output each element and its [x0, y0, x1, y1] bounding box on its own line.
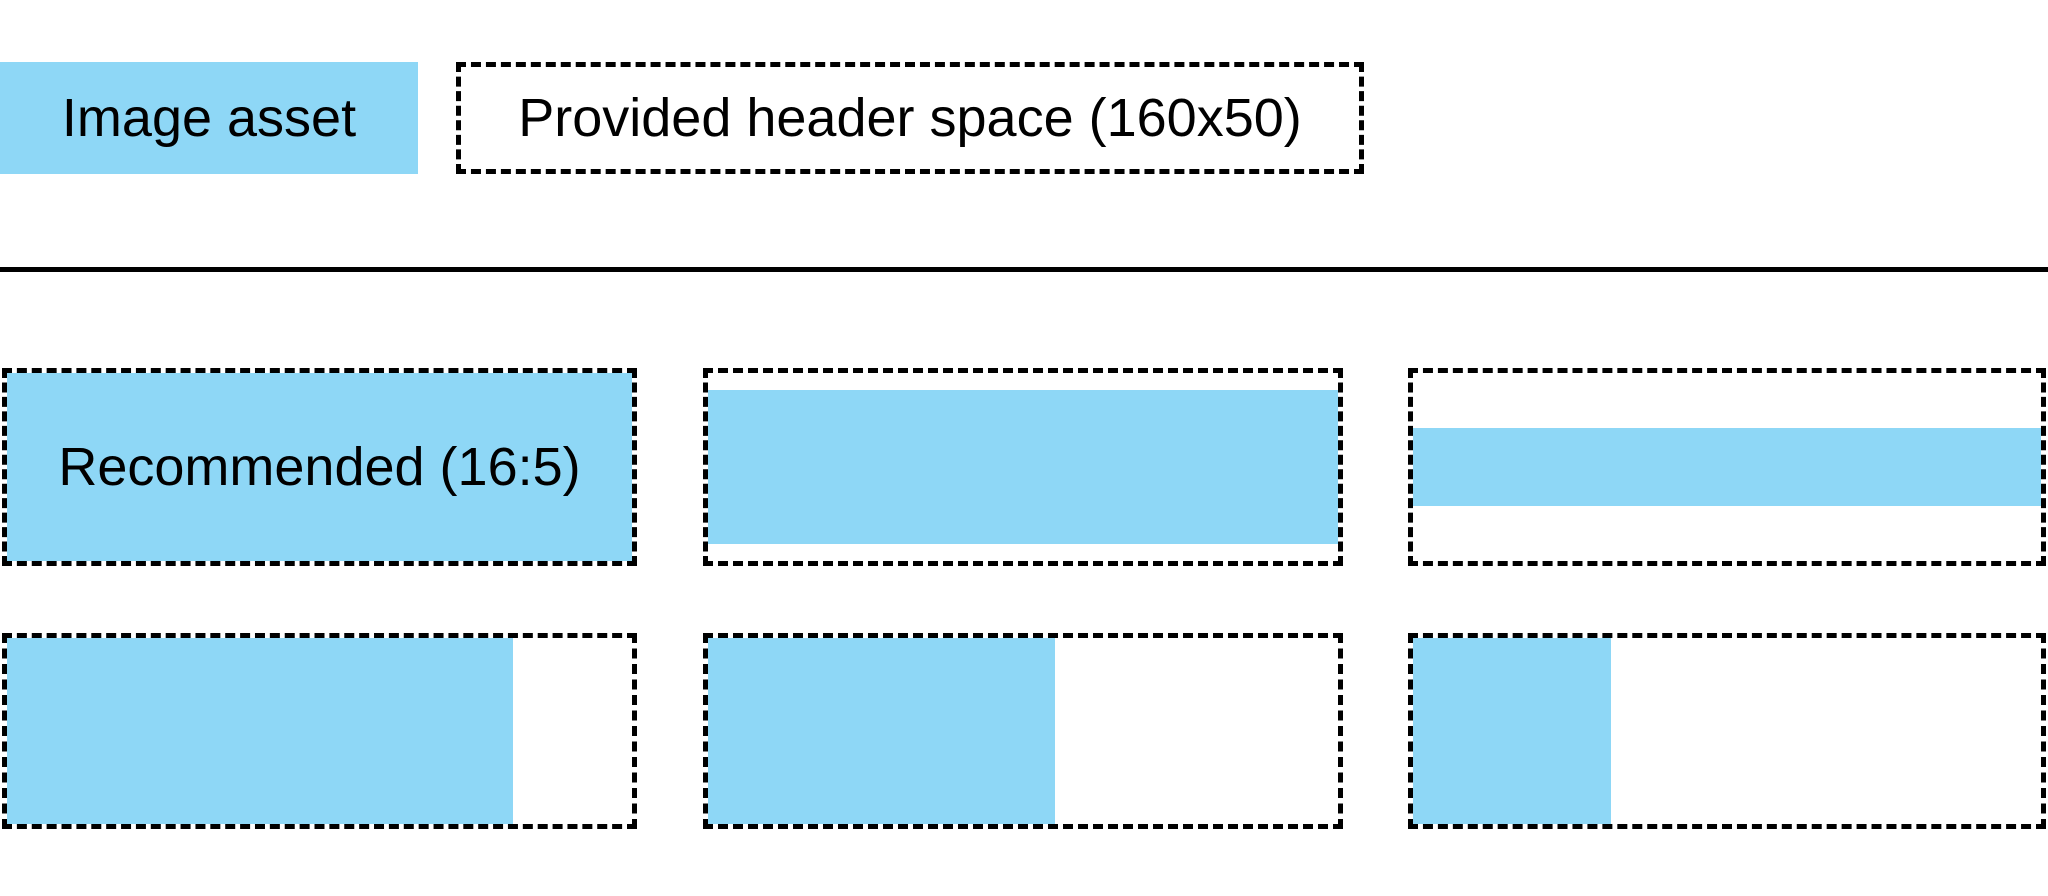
tall-asset-left-aligned-header-space-box: [2, 633, 637, 829]
narrow-asset-left-aligned-image-asset-fill: [1413, 638, 1611, 824]
recommended-16-5-label: Recommended (16:5): [58, 437, 581, 497]
legend-image-asset-swatch: Image asset: [0, 62, 418, 174]
extra-wide-asset-vertically-centered-header-space-box: [1408, 368, 2046, 566]
recommended-16-5-header-space-box: Recommended (16:5): [2, 368, 637, 566]
extra-wide-asset-vertically-centered-image-asset-fill: [1413, 427, 2041, 507]
narrow-asset-left-aligned-header-space-box: [1408, 633, 2046, 829]
legend-header-space-box: Provided header space (160x50): [456, 62, 1364, 174]
recommended-16-5-image-asset-fill: Recommended (16:5): [7, 373, 632, 561]
section-divider: [0, 267, 2048, 272]
taller-asset-left-aligned-image-asset-fill: [708, 638, 1055, 824]
legend-header-space-label: Provided header space (160x50): [518, 88, 1302, 148]
taller-asset-left-aligned-header-space-box: [703, 633, 1343, 829]
wide-asset-vertically-centered-header-space-box: [703, 368, 1343, 566]
wide-asset-vertically-centered-image-asset-fill: [708, 389, 1338, 545]
legend-image-asset-label: Image asset: [61, 88, 357, 148]
tall-asset-left-aligned-image-asset-fill: [7, 638, 514, 824]
